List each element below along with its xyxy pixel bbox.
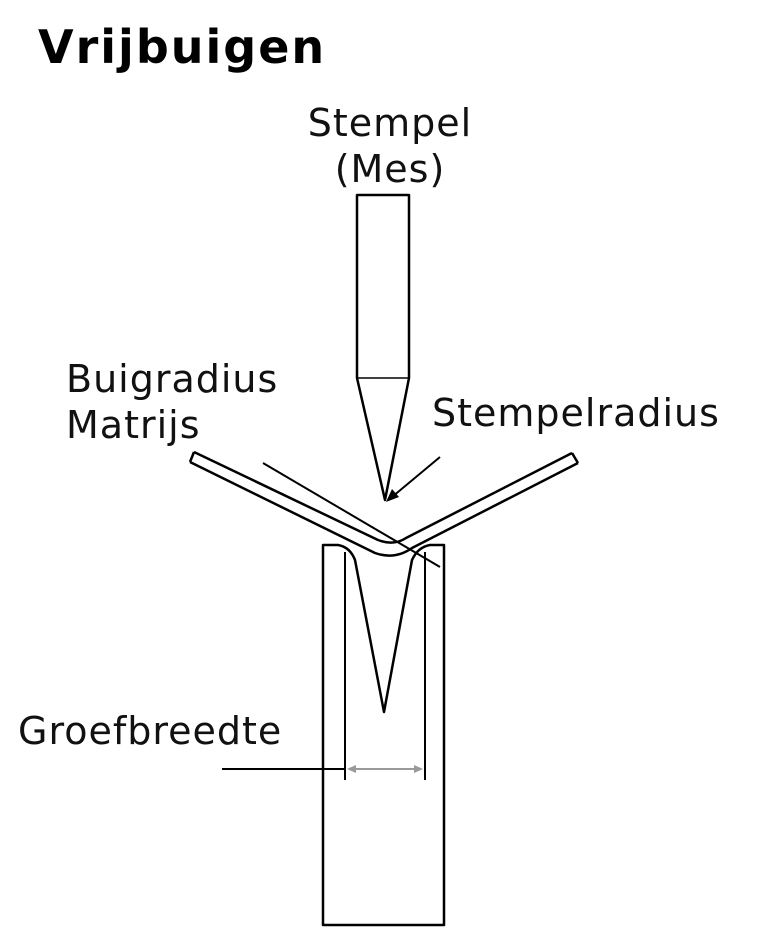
punch-label-line1: Stempel	[307, 101, 473, 145]
punch-radius-leader	[391, 456, 441, 498]
die-radius-leader	[262, 462, 441, 568]
groove-width-arrow-right	[414, 765, 423, 773]
sheet-metal-inner	[193, 450, 573, 544]
punch-body	[355, 193, 411, 502]
groove-width-arrow-left	[347, 765, 356, 773]
die-radius-label: Buigradius Matrijs	[66, 356, 278, 448]
die-radius-label-line1: Buigradius	[66, 357, 279, 401]
sheet-right-end	[570, 452, 580, 464]
punch-label-line2: (Mes)	[334, 147, 446, 191]
sheet-left-end	[188, 451, 196, 463]
diagram-title: Vrijbuigen	[38, 20, 327, 74]
punch-radius-arrowhead	[386, 489, 399, 502]
die-block	[321, 543, 446, 927]
punch-label: Stempel (Mes)	[290, 100, 490, 192]
die-radius-label-line2: Matrijs	[66, 403, 201, 447]
punch-radius-label: Stempelradius	[432, 391, 720, 435]
sheet-metal-outer	[189, 460, 579, 557]
groove-width-label: Groefbreedte	[18, 709, 283, 753]
